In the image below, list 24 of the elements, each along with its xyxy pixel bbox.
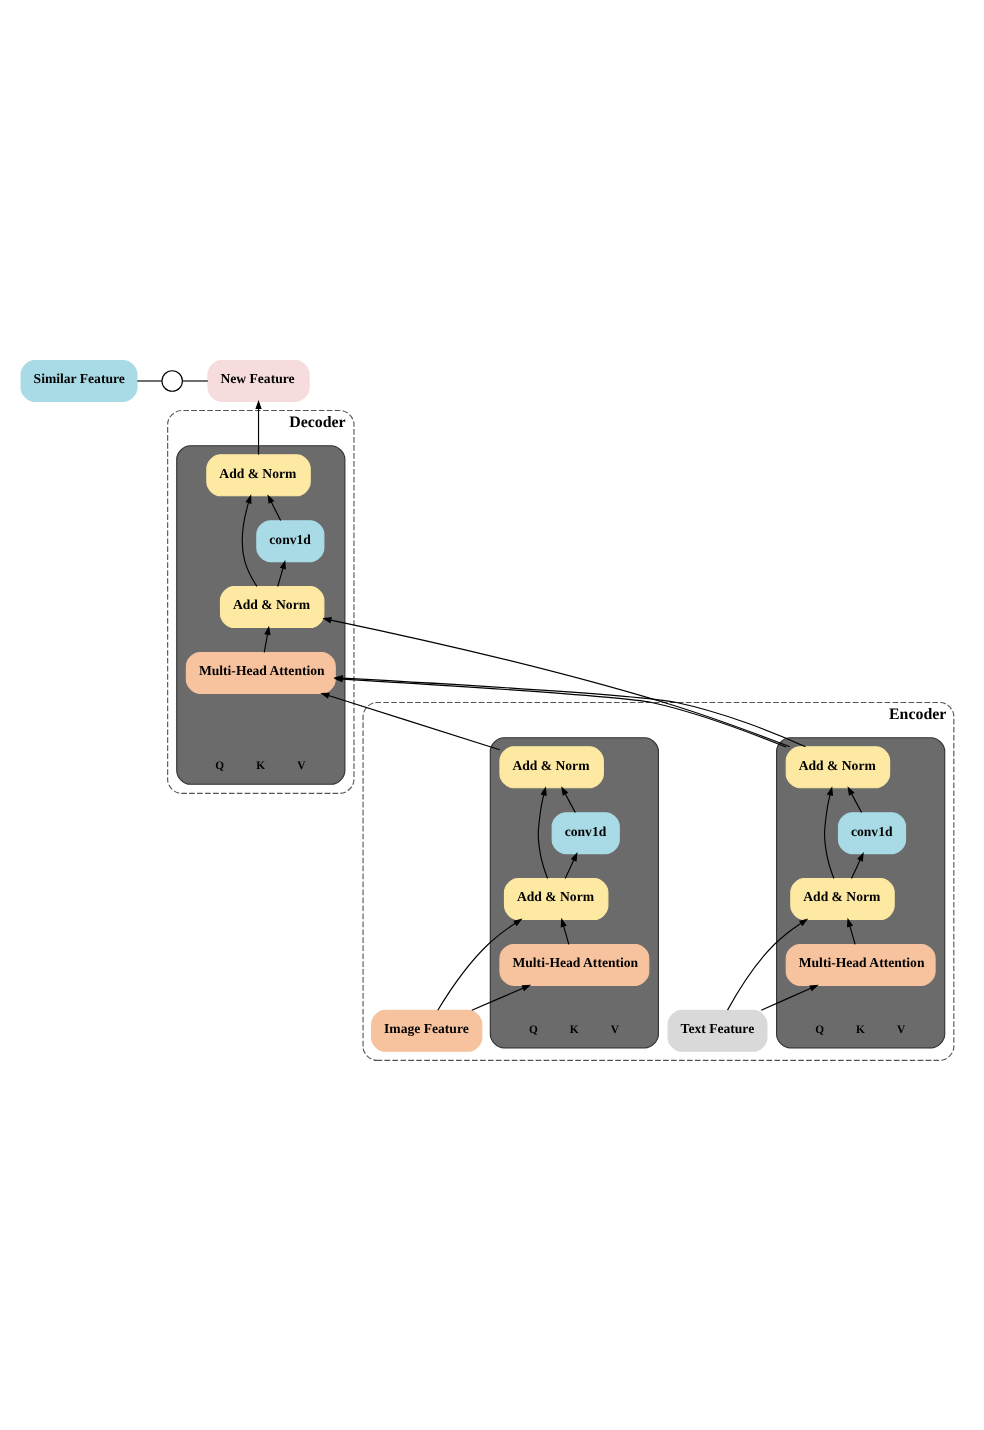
arrow — [320, 692, 501, 751]
connector — [182, 380, 209, 382]
arrow — [847, 786, 863, 814]
arrow — [263, 625, 271, 653]
arrow — [726, 918, 809, 1011]
arrow — [846, 917, 856, 945]
arrow — [322, 617, 791, 748]
arrow — [850, 852, 864, 880]
node-circle — [161, 370, 183, 392]
arrow — [823, 786, 835, 880]
arrow — [561, 786, 576, 814]
cluster — [489, 737, 659, 1049]
arrow — [255, 399, 262, 456]
arrow — [564, 852, 578, 880]
arrow — [241, 494, 258, 587]
arrow — [267, 494, 282, 522]
connector — [136, 380, 163, 382]
arrow — [277, 559, 286, 588]
cluster — [776, 737, 946, 1049]
arrow — [537, 786, 549, 880]
arrow — [437, 918, 523, 1011]
arrow — [471, 984, 532, 1011]
arrow — [560, 917, 570, 945]
arrow — [760, 984, 819, 1011]
